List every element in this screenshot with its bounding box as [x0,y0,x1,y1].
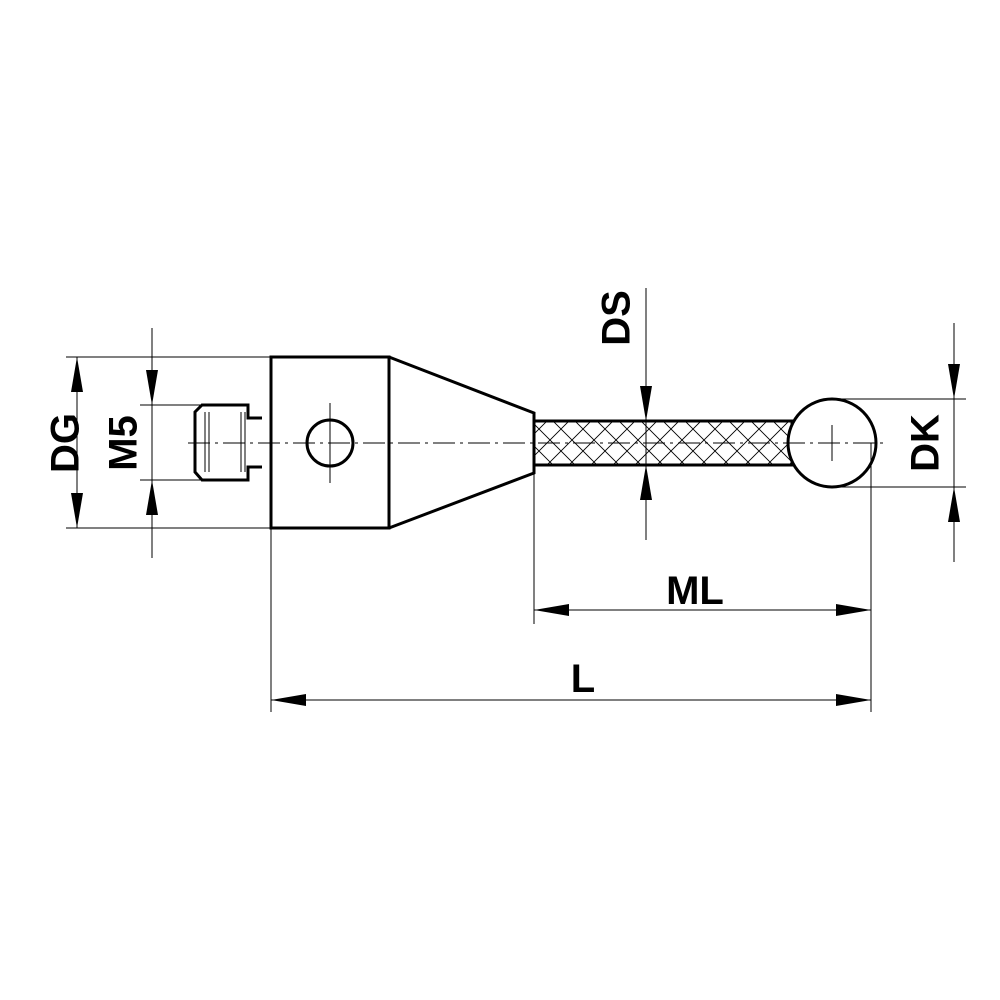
dimension-ml [533,443,872,712]
label-l: L [571,657,595,701]
label-dk: DK [904,414,948,472]
label-ds: DS [595,290,639,346]
label-ml: ML [666,569,724,613]
dimension-ds [640,288,652,540]
label-dg: DG [44,413,88,473]
dimension-l [270,528,871,712]
dimension-dk [832,323,966,562]
dimension-dg [66,356,271,529]
threaded-stud [193,403,262,482]
label-m5: M5 [102,415,146,471]
dimension-m5 [140,328,200,558]
